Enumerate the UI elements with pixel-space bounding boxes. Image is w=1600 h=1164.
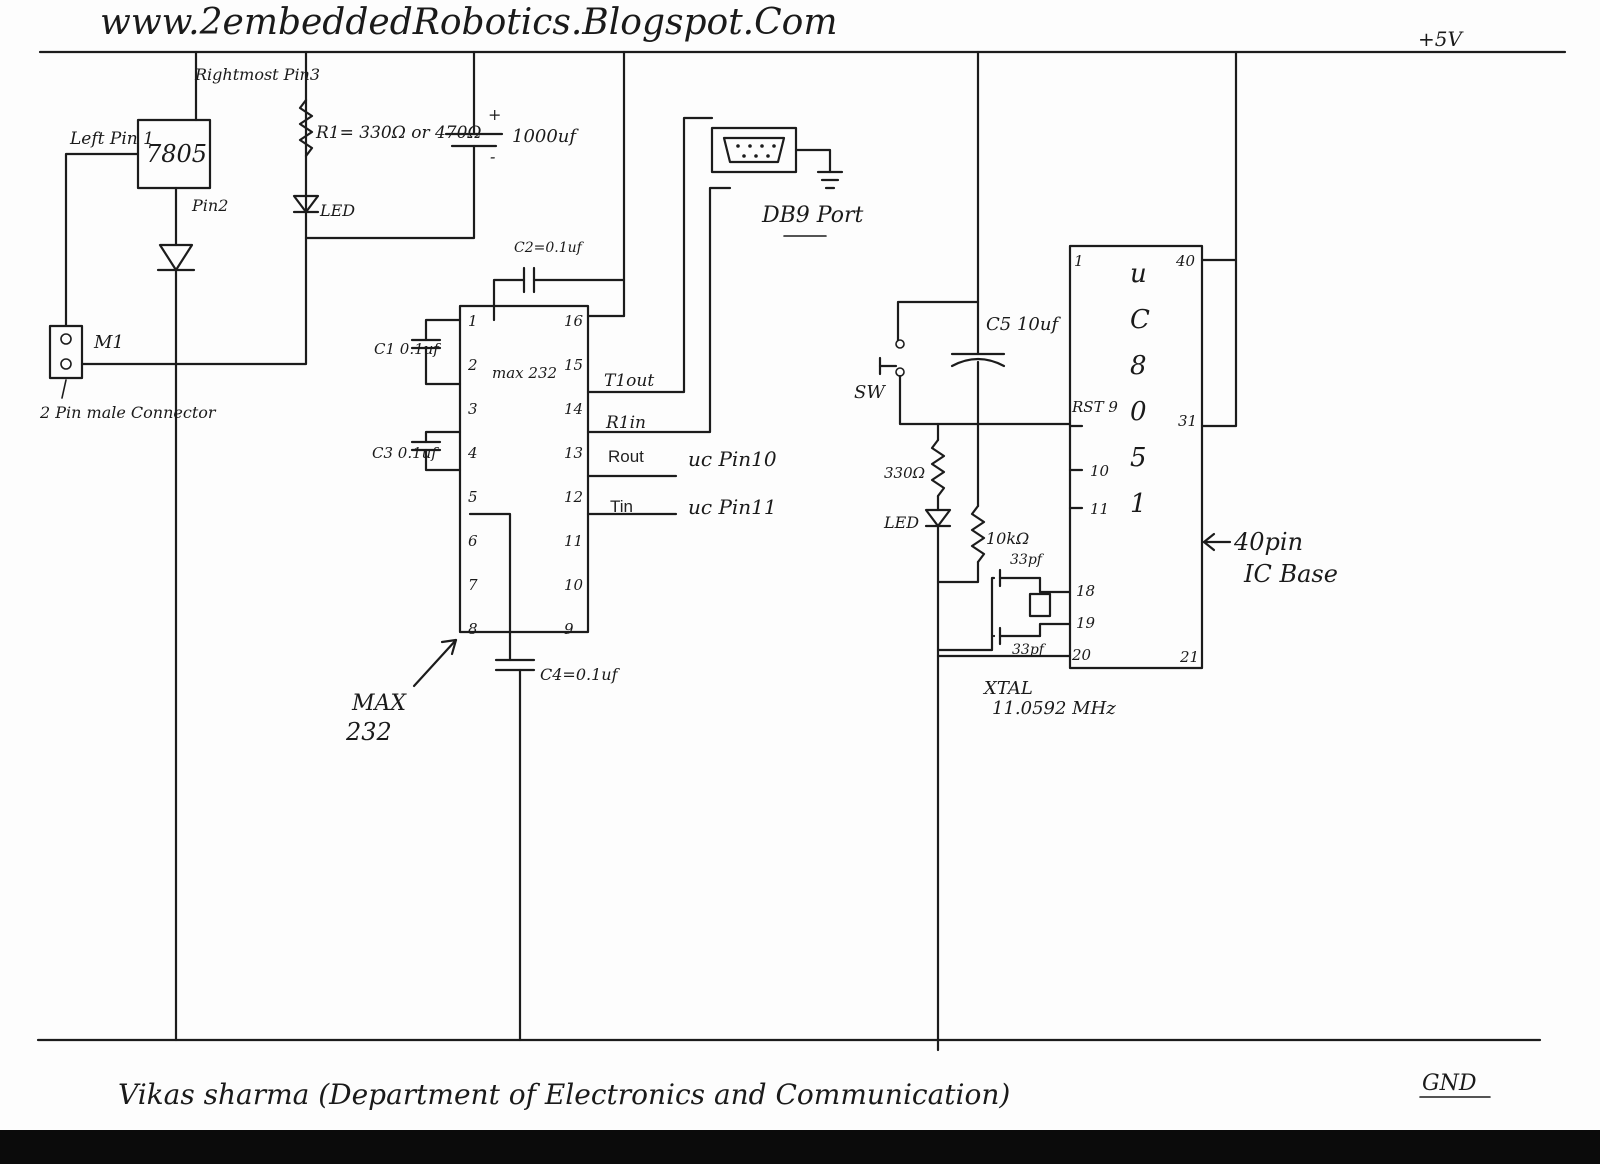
scan-edge: [0, 1130, 1600, 1164]
tin-label: Tin: [610, 497, 633, 516]
power-led-label: LED: [319, 201, 355, 220]
max232-right-pin: 11: [564, 532, 583, 550]
ic-base-label-line2: IC Base: [1243, 560, 1338, 588]
mcu-pin-20: 20: [1071, 646, 1092, 664]
gnd-label: GND: [1422, 1071, 1477, 1096]
max232-right-pin: 9: [564, 620, 574, 638]
power-supply-section: 7805 Rightmost Pin3 Left Pin 1 Pin2 M1 2…: [39, 50, 626, 1042]
regulator-label: 7805: [146, 140, 207, 168]
mcu-pin-10: 10: [1090, 462, 1110, 480]
regulator-pin3-label: Rightmost Pin3: [194, 65, 320, 84]
svg-text:+: +: [488, 105, 501, 124]
svg-text:-: -: [490, 147, 495, 166]
mcu-letter: 8: [1130, 351, 1147, 381]
footer-author: Vikas sharma (Department of Electronics …: [118, 1078, 1010, 1111]
xtal-cap-b-label: 33pf: [1012, 642, 1047, 658]
mcu-letter: u: [1130, 259, 1147, 289]
max232-left-pin: 7: [468, 576, 478, 594]
reset-resistor-330: [930, 438, 946, 498]
tin-dest-label: uc Pin11: [688, 495, 777, 519]
db9-connector: [710, 126, 798, 174]
connector-ref: M1: [93, 332, 124, 353]
resistor-r1-label: R1= 330Ω or 470Ω: [315, 123, 482, 143]
reset-clock-section: C5 10uf SW 330Ω LED 10kΩ 33pf 33pf: [854, 50, 1116, 1052]
reset-led: [924, 508, 952, 528]
power-led: [292, 194, 320, 214]
mcu-pin-18: 18: [1076, 582, 1095, 600]
rout-label: Rout: [608, 447, 644, 466]
max232-right-pin: 13: [564, 444, 583, 462]
mcu-pin-21: 21: [1179, 648, 1199, 666]
mcu-letter: 1: [1130, 489, 1147, 519]
header-url: www.2embeddedRobotics.Blogspot.Com: [100, 2, 837, 43]
xtal-cap-a-label: 33pf: [1010, 552, 1045, 568]
max232-chip-label: max 232: [492, 364, 557, 382]
cap-c1-label: C1 0.1uf: [374, 340, 441, 358]
max232-right-pin: 12: [564, 488, 583, 506]
max232-left-pin: 3: [468, 400, 478, 418]
cap-c4-label: C4=0.1uf: [540, 665, 621, 684]
max232-arrow-label-line1: MAX: [351, 691, 407, 716]
max232-right-pin: 14: [564, 400, 583, 418]
max232-left-pins: 1 2 3 4 5 6 7 8: [467, 312, 478, 638]
reset-resistor-330-label: 330Ω: [884, 464, 925, 482]
ic-base-label-line1: 40pin: [1233, 528, 1303, 556]
crystal-xtal: [1028, 592, 1052, 618]
mcu-pin-rst: RST 9: [1071, 398, 1118, 416]
mcu-letter: 5: [1130, 443, 1147, 473]
max232-right-pins: 16 15 14 13 12 11 10 9: [564, 312, 584, 638]
mcu-section: uC 8 0 5 1 1 RST 9 10 11 18 19 20 40 31 21 4…: [1068, 50, 1338, 670]
switch-label: SW: [854, 382, 886, 403]
regulator-pin2-label: Pin2: [191, 196, 228, 215]
reset-led-label: LED: [883, 513, 919, 532]
cap-c5-label: C5 10uf: [986, 314, 1061, 335]
xtal-label-line2: 11.0592 MHz: [992, 698, 1116, 719]
regulator-pin1-label: Left Pin 1: [69, 129, 154, 149]
mcu-8051-chip: [1068, 244, 1204, 670]
db9-label: DB9 Port: [761, 203, 863, 228]
cap-c3-label: C3 0.1uf: [372, 444, 439, 462]
vcc-label: +5V: [1418, 27, 1464, 51]
cap-c2-label: C2=0.1uf: [514, 240, 585, 256]
max232-right-pin: 10: [564, 576, 584, 594]
mcu-pin-31: 31: [1178, 412, 1197, 430]
reset-resistor-10k-label: 10kΩ: [986, 529, 1029, 548]
reset-resistor-10k: [970, 504, 986, 564]
max232-right-pin: 16: [564, 312, 584, 330]
max232-left-pin: 2: [467, 356, 478, 374]
xtal-label-line1: XTAL: [982, 678, 1033, 699]
mcu-pin-11: 11: [1090, 500, 1109, 518]
mcu-letter: C: [1130, 305, 1150, 335]
mcu-pin-1: 1: [1074, 252, 1084, 270]
max232-left-pin: 8: [468, 620, 478, 638]
mcu-pin-40: 40: [1175, 252, 1196, 270]
mcu-part-letters: uC 8 0 5 1: [1130, 259, 1150, 519]
max232-left-pin: 5: [468, 488, 478, 506]
db9-section: DB9 Port: [710, 126, 863, 237]
cap-1000uf-label: 1000uf: [512, 126, 579, 147]
t1out-label: T1out: [604, 371, 654, 391]
max232-arrow-label-line2: 232: [345, 718, 392, 746]
max232-left-pin: 6: [468, 532, 478, 550]
mcu-letter: 0: [1130, 397, 1147, 427]
connector-m1: [48, 324, 84, 380]
connector-note: 2 Pin male Connector: [39, 403, 217, 422]
rout-dest-label: uc Pin10: [688, 447, 777, 471]
r1in-label: R1in: [605, 413, 646, 433]
resistor-r1: [298, 98, 314, 158]
mcu-pin-19: 19: [1076, 614, 1096, 632]
max232-left-pin: 4: [467, 444, 478, 462]
max232-left-pin: 1: [468, 312, 478, 330]
max232-right-pin: 15: [564, 356, 583, 374]
